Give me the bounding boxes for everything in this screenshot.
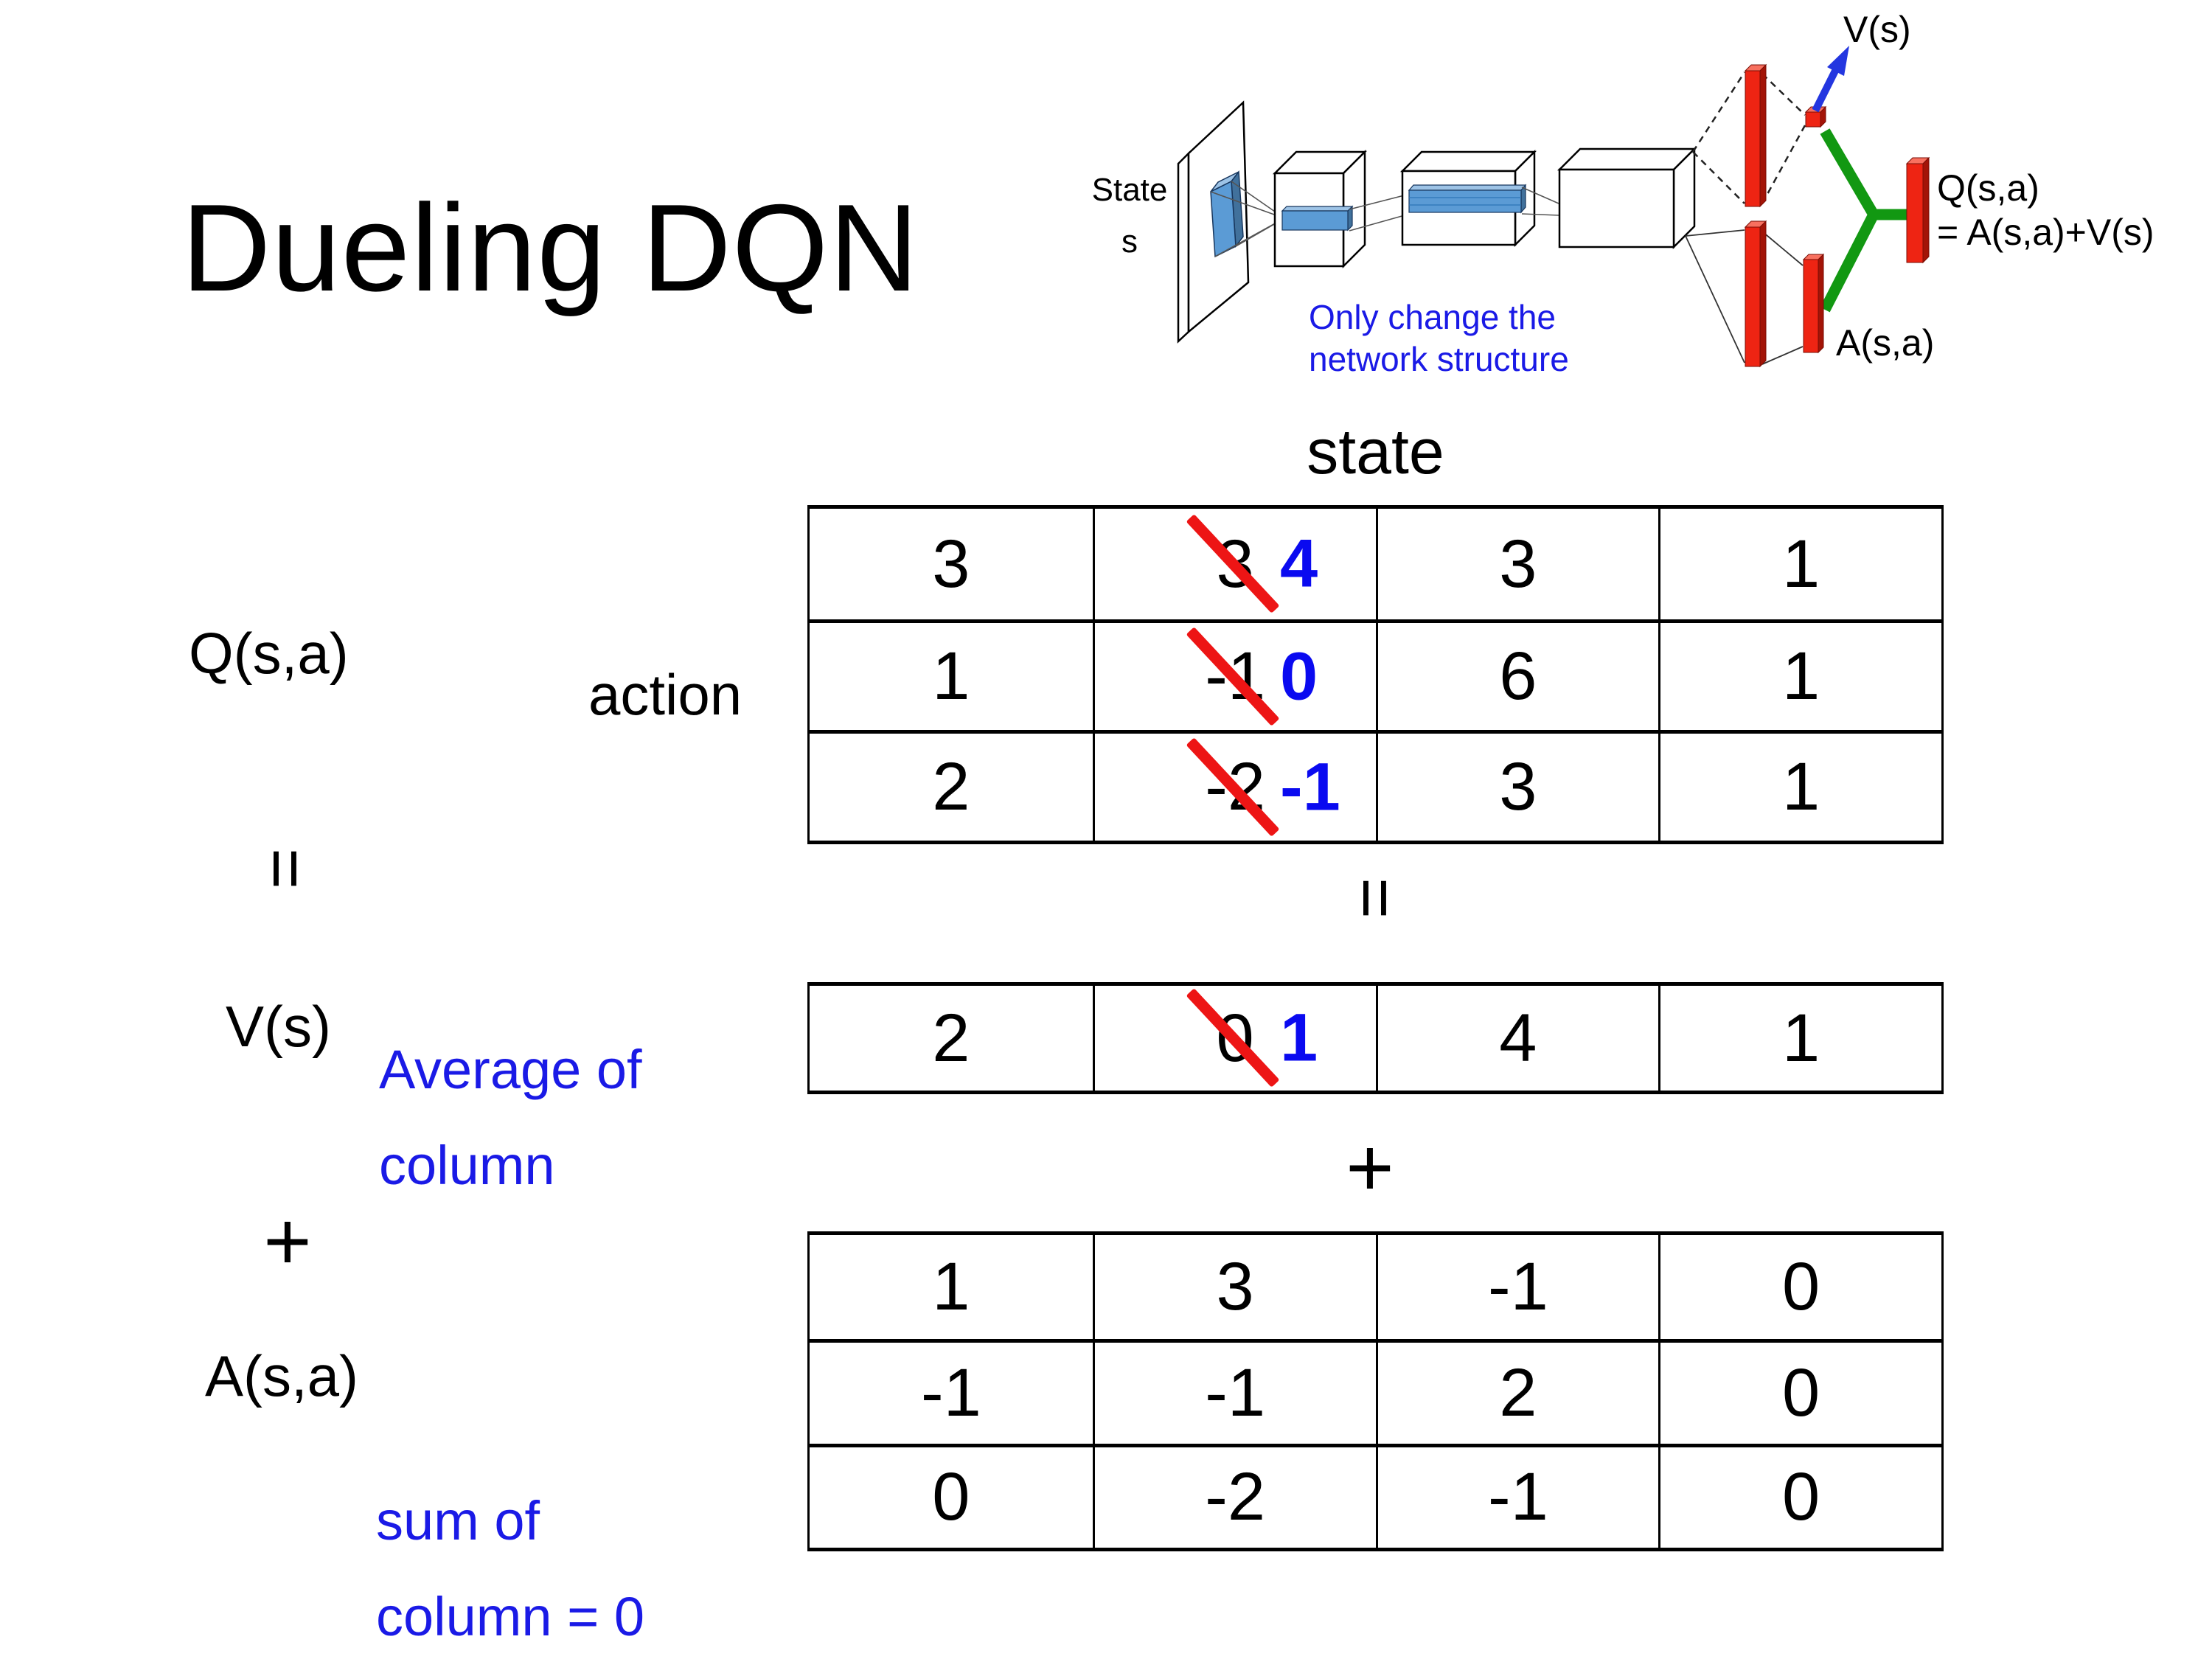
advantage-hidden-bar — [1744, 220, 1767, 368]
table-cell: 3 — [1375, 509, 1659, 619]
value-hidden-bar — [1744, 63, 1767, 208]
table-cell-strikethrough: 0 1 — [1092, 986, 1376, 1091]
advantage-table: 1 3 -1 0 -1 -1 2 0 0 -2 -1 0 — [807, 1231, 1944, 1551]
sum-of-column-note: sum of column = 0 — [376, 1490, 645, 1647]
table-cell: 4 — [1375, 986, 1659, 1091]
table-cell: 0 — [810, 1443, 1093, 1548]
diagram-q-output-label-line1: Q(s,a) — [1937, 167, 2039, 209]
equals-sign-left: = — [246, 847, 325, 890]
average-of-column-note: Average of column — [379, 1039, 642, 1196]
table-cell-strikethrough: 3 4 — [1092, 509, 1376, 619]
feature-bar-3 — [1408, 184, 1527, 214]
table-cell: 0 — [1658, 1443, 1941, 1548]
dueling-network-diagram: State s V(s) Q(s,a) = A(s,a)+V(s) A(s,a)… — [1092, 9, 2154, 378]
table-cell-strikethrough: -1 0 — [1092, 619, 1376, 730]
state-value-table: 2 0 1 4 1 — [807, 982, 1944, 1094]
projection-lines-2 — [1349, 193, 1411, 232]
diagram-note-line2: network structure — [1309, 340, 1569, 378]
new-value: 1 — [1280, 1000, 1318, 1076]
feature-bar-2 — [1281, 205, 1354, 232]
equals-sign-middle: = — [1336, 877, 1415, 919]
action-axis-label: action — [588, 662, 742, 727]
q-value-table: 3 3 4 3 1 1 -1 0 6 1 2 -2 -1 3 1 — [807, 505, 1944, 844]
table-cell: 6 — [1375, 619, 1659, 730]
table-cell: 0 — [1658, 1235, 1941, 1340]
table-cell: 1 — [1658, 986, 1941, 1091]
value-stream-links — [1691, 72, 1806, 204]
a-term-label: A(s,a) — [205, 1343, 359, 1408]
conv-filter-box — [1210, 170, 1244, 258]
diagram-note-line1: Only change the — [1309, 298, 1556, 336]
table-cell: 2 — [810, 730, 1093, 841]
table-cell: -1 — [1375, 1235, 1659, 1340]
table-cell: 2 — [932, 1000, 970, 1076]
v-arrow-icon — [1812, 46, 1849, 113]
table-cell: 1 — [1658, 619, 1941, 730]
fc-layer-box — [1557, 146, 1697, 250]
state-axis-label: state — [1307, 417, 1444, 487]
new-value: -1 — [1280, 749, 1340, 824]
table-cell: 1 — [1658, 730, 1941, 841]
new-value: 4 — [1280, 526, 1318, 602]
table-cell: -1 — [810, 1339, 1093, 1443]
table-cell: 2 — [1375, 1339, 1659, 1444]
table-cell: 3 — [1092, 1235, 1376, 1340]
table-cell: 1 — [932, 1249, 970, 1325]
advantage-stream-links — [1685, 229, 1804, 365]
table-cell: -1 — [1092, 1339, 1376, 1444]
combiner-green-y — [1820, 128, 1910, 313]
diagram-v-output-label: V(s) — [1843, 9, 1911, 50]
table-cell: 0 — [1658, 1339, 1941, 1444]
table-cell: 1 — [1658, 509, 1941, 619]
diagram-q-output-label-line2: = A(s,a)+V(s) — [1937, 212, 2154, 253]
table-cell: 3 — [1375, 730, 1659, 841]
diagram-a-output-label: A(s,a) — [1836, 322, 1934, 364]
slide-title: Dueling DQN — [181, 178, 919, 317]
new-value: 0 — [1280, 639, 1318, 714]
advantage-output-bar — [1802, 253, 1825, 354]
table-cell: -2 — [1092, 1443, 1376, 1548]
table-cell: 1 — [810, 619, 1093, 730]
plus-sign-middle: + — [1346, 1121, 1394, 1214]
table-cell: -1 — [1375, 1443, 1659, 1548]
plus-sign-left: + — [263, 1195, 312, 1287]
projection-lines-3 — [1521, 187, 1559, 216]
diagram-state-label: State — [1092, 172, 1168, 208]
table-cell-strikethrough: -2 -1 — [1092, 730, 1376, 841]
q-output-bar — [1905, 156, 1930, 264]
diagram-state-s-label: s — [1121, 223, 1138, 260]
v-term-label: V(s) — [226, 994, 331, 1059]
q-term-label: Q(s,a) — [189, 621, 349, 686]
table-cell: 3 — [932, 526, 970, 602]
